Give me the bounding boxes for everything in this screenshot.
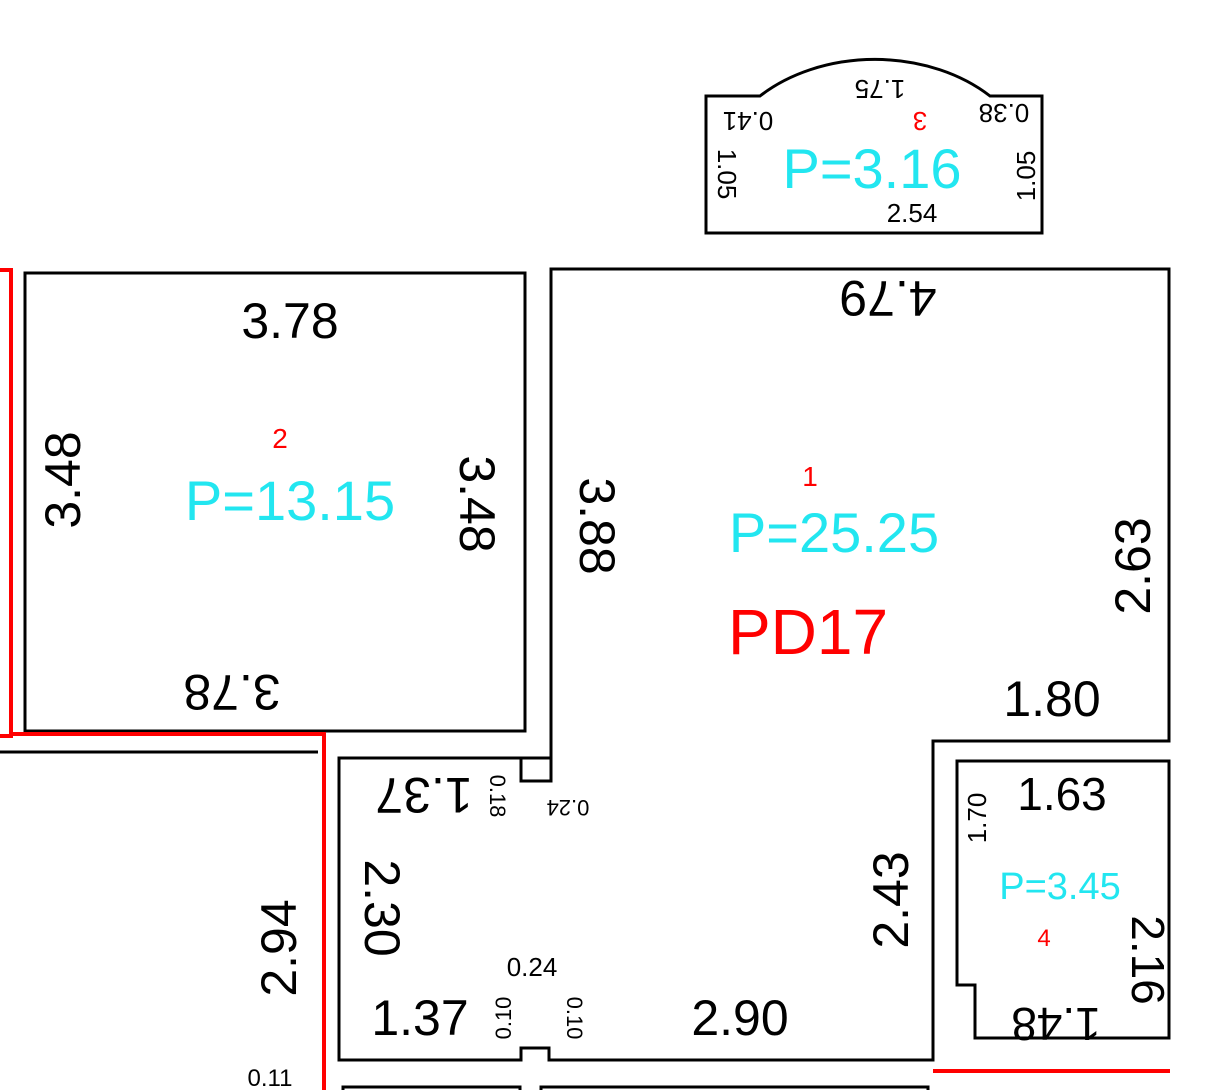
room-4: 1.63 1.70 2.16 1.48 4 P=3.45 — [962, 768, 1174, 1050]
room-2: 3.78 3.78 3.48 3.48 2 P=13.15 — [35, 293, 505, 720]
corridor-dim-vertical: 2.94 — [251, 899, 307, 996]
room-3-outline — [704, 57, 1044, 235]
room-1-dim-left-top: 1.37 — [375, 767, 472, 823]
room-4-dim-left: 1.70 — [962, 793, 992, 844]
room-1-dim-bottom-left: 1.37 — [371, 990, 468, 1046]
room-2-dim-top: 3.78 — [241, 293, 338, 349]
room-4-dim-bottom: 1.48 — [1011, 998, 1101, 1050]
room-1-dim-niche-right: 0.10 — [562, 997, 587, 1040]
walls — [0, 57, 1171, 1090]
room-2-outline — [23, 271, 527, 733]
room-3-dim-right: 1.05 — [1011, 151, 1041, 202]
room-1-dim-inner-vertical: 2.43 — [863, 851, 919, 948]
room-1-dim-bottom: 2.90 — [691, 990, 788, 1046]
room-3-dim-arc: 1.75 — [855, 74, 906, 104]
room-1-dim-notch-width: 0.24 — [547, 795, 590, 820]
room-1-dim-inner: 1.80 — [1003, 671, 1100, 727]
boundary-main — [11, 732, 326, 1090]
room-3-dim-right-top: 0.38 — [979, 98, 1030, 128]
room-1-dim-niche-width: 0.24 — [507, 952, 558, 982]
boundary-left — [0, 268, 13, 738]
room-1-area: P=25.25 — [729, 501, 939, 564]
room-3-area: P=3.16 — [782, 137, 961, 200]
room-1-dim-left: 3.88 — [569, 477, 625, 574]
room-4-area: P=3.45 — [999, 866, 1121, 908]
room-1-dim-notch-height: 0.18 — [485, 775, 510, 818]
unit-boundary — [0, 268, 1170, 1090]
plan-id: PD17 — [728, 596, 888, 668]
room-1: 4.79 3.88 2.63 1.80 2.43 2.90 1.37 2.30 … — [354, 270, 1161, 1046]
room-4-dim-right: 2.16 — [1122, 915, 1174, 1005]
room-3-dim-left-top: 0.41 — [723, 106, 774, 136]
room-1-number: 1 — [802, 461, 818, 492]
room-4-outline — [955, 759, 1171, 1040]
room-3-dim-left: 1.05 — [712, 149, 742, 200]
room-3-dim-bottom: 2.54 — [887, 198, 938, 228]
room-1-dim-left-lower: 2.30 — [354, 859, 410, 956]
bottom-wall-fragment — [341, 1085, 522, 1090]
room-2-dim-bottom: 3.78 — [183, 664, 280, 720]
room-2-dim-right: 3.48 — [449, 455, 505, 552]
room-2-area: P=13.15 — [185, 469, 395, 532]
room-3-number: 3 — [913, 106, 927, 136]
bottom-wall-fragment-2 — [539, 1085, 930, 1090]
room-1-outline — [337, 267, 1171, 1062]
room-4-dim-top: 1.63 — [1017, 768, 1107, 820]
room-2-dim-left: 3.48 — [35, 431, 91, 528]
room-2-number: 2 — [272, 423, 288, 454]
room-1-dim-right: 2.63 — [1105, 517, 1161, 614]
room-4-number: 4 — [1037, 925, 1050, 952]
room-1-dim-niche-left: 0.10 — [491, 997, 516, 1040]
room-3: 1.75 0.41 0.38 1.05 1.05 2.54 3 P=3.16 — [712, 74, 1041, 228]
exterior-dims: 2.94 0.11 — [248, 899, 307, 1090]
room-1-dim-top: 4.79 — [839, 270, 936, 326]
corridor-dim-small: 0.11 — [248, 1065, 293, 1090]
